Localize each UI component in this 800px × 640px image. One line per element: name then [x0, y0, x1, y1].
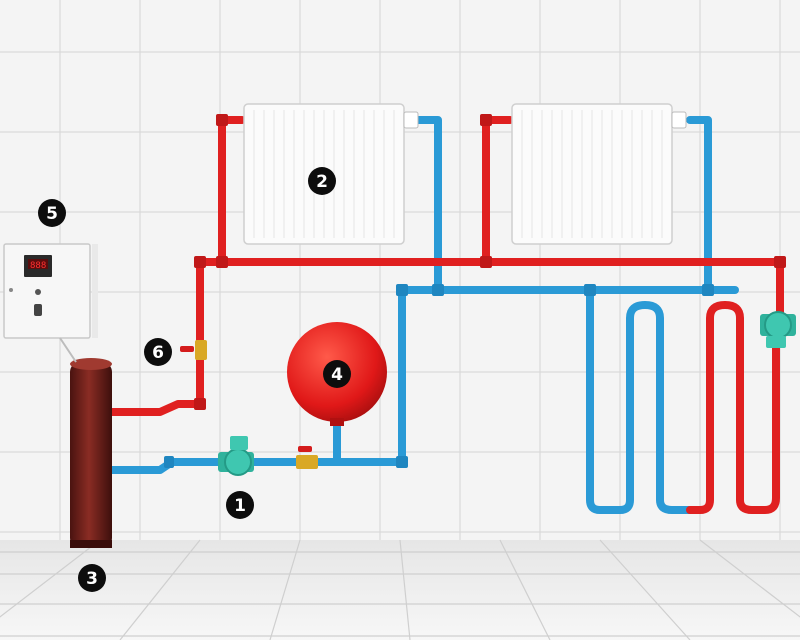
boiler-icon	[70, 358, 112, 548]
callout-2: 2	[308, 167, 336, 195]
callout-1: 1	[226, 491, 254, 519]
panel-display-icon: 888	[30, 261, 46, 271]
radiator-icon	[511, 103, 687, 245]
ball-valve-icon	[296, 446, 318, 469]
callout-3: 3	[78, 564, 106, 592]
circulation-pump-icon	[760, 311, 796, 348]
ball-valve-icon	[180, 340, 207, 360]
callout-4: 4	[323, 360, 351, 388]
callout-label: 4	[331, 365, 343, 385]
return-pipes	[78, 116, 739, 532]
control-panel-icon: 888	[3, 243, 98, 363]
callout-5: 5	[38, 199, 66, 227]
callout-label: 1	[234, 496, 246, 516]
circulation-pump-icon	[218, 436, 254, 476]
callout-label: 2	[316, 172, 328, 192]
floor-tiles	[0, 539, 800, 640]
callout-label: 6	[152, 343, 164, 363]
callout-label: 5	[46, 204, 58, 224]
callout-6: 6	[144, 338, 172, 366]
callout-label: 3	[86, 569, 98, 589]
